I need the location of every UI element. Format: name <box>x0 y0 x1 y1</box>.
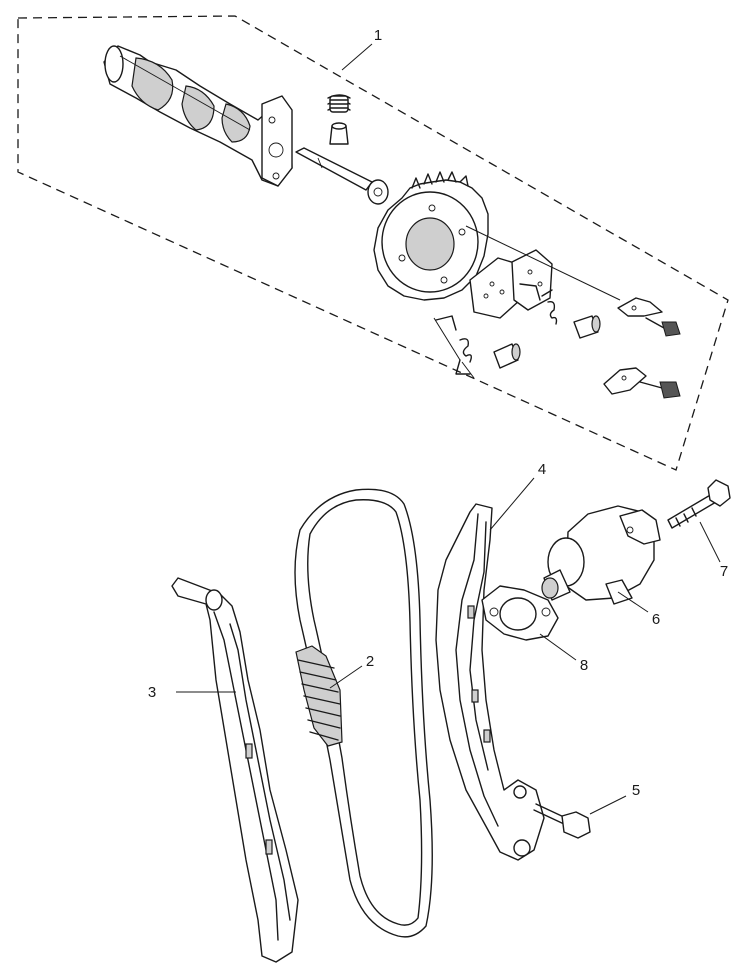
callout-8: 8 <box>580 657 588 674</box>
tensioner-arm <box>435 503 545 861</box>
pin-left <box>493 343 521 369</box>
callout-7: 7 <box>720 563 728 580</box>
decompressor-shaft <box>295 147 389 205</box>
cam-sprocket <box>373 171 489 301</box>
bolt-lower <box>639 381 681 399</box>
bolt-upper <box>645 317 681 337</box>
callout-5: 5 <box>632 782 640 799</box>
camshaft <box>103 45 293 187</box>
callout-2: 2 <box>366 653 374 670</box>
leader-8 <box>539 633 577 661</box>
leader-1 <box>341 43 373 71</box>
callout-3: 3 <box>148 684 156 701</box>
decompressor-cap <box>329 122 349 145</box>
chain-guide <box>171 577 299 963</box>
return-spring-right <box>541 289 558 325</box>
callout-6: 6 <box>652 611 660 628</box>
tensioner-gasket <box>481 585 559 641</box>
leader-4 <box>489 477 535 531</box>
callout-4: 4 <box>538 461 546 478</box>
stopper-lower <box>603 367 647 395</box>
leader-6 <box>617 591 649 613</box>
chain-tensioner <box>541 505 661 605</box>
callout-1: 1 <box>374 27 382 44</box>
tensioner-bolt <box>667 479 731 529</box>
leader-2 <box>329 665 363 689</box>
decompressor-spring <box>327 94 351 113</box>
leader-5 <box>589 795 627 815</box>
decompressor-plate <box>469 249 553 319</box>
pin-right <box>573 315 601 339</box>
leader-7 <box>699 521 721 563</box>
assembly-1-dashed-boundary <box>17 15 729 471</box>
chain-links-detail <box>295 645 343 747</box>
return-spring-left <box>435 315 473 375</box>
stopper-upper <box>617 297 663 317</box>
pivot-bolt <box>533 803 591 839</box>
